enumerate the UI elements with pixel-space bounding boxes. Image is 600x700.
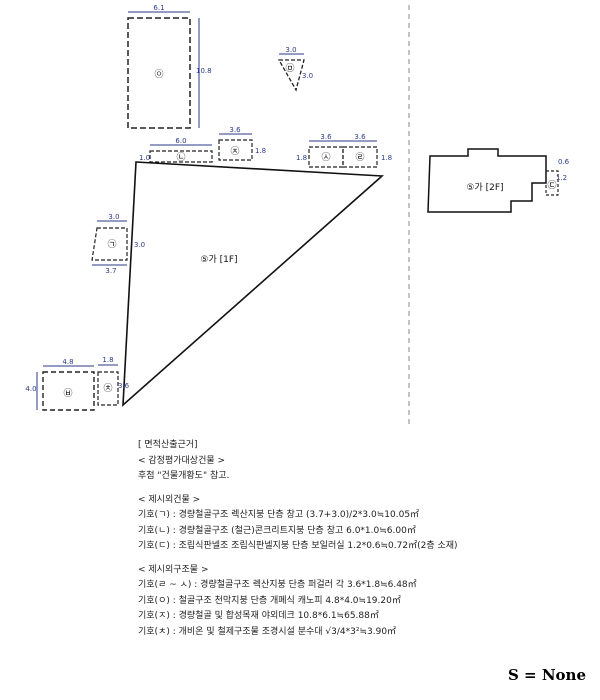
spacer xyxy=(138,555,578,563)
canopy-height-dim: 4.0 xyxy=(25,385,36,393)
site-plan-drawing: 6.1 10.8 ㉧ 3.0 3.0 ㉤ 6.0 1.0 ㉡ 3.6 1.8 ㉨… xyxy=(25,4,570,425)
pa-depth-dim-2: 1.8 xyxy=(381,154,392,162)
main-building-1f-outline xyxy=(122,161,384,407)
spacer xyxy=(138,485,578,493)
deck-label: ㉧ xyxy=(154,69,163,80)
pa-width-dim-2: 3.6 xyxy=(354,133,366,141)
notes-line-3: 기호(ㄷ) : 조립식판넬조 조립식판넬지붕 단층 보일러실 1.2*0.6≒0… xyxy=(138,541,458,551)
notes-line-1: 기호(ㄱ) : 경량철골구조 렉산지붕 단층 창고 (3.7+3.0)/2*3.… xyxy=(138,510,420,520)
na-depth-dim: 1.0 xyxy=(139,154,150,162)
pergola-pa-right-outline xyxy=(342,146,378,168)
notes-line-7: 기호(ㅊ) : 개비온 및 철제구조물 조경시설 분수대 √3/4*3²≒3.9… xyxy=(138,626,397,637)
notes-line-4: 기호(ㄹ ~ ㅅ) : 경량철골구조 렉산지붕 단층 퍼걸러 각 3.6*1.8… xyxy=(138,580,417,590)
ga-height-dim: 3.0 xyxy=(134,241,145,249)
fountain-width-dim: 3.0 xyxy=(285,46,296,54)
canopy-outline xyxy=(42,371,95,411)
storage-na-label: ㉡ xyxy=(176,152,185,163)
notes-appraisal-line: 후첨 "건물개황도" 참고. xyxy=(138,471,230,481)
deck-height-dim: 10.8 xyxy=(196,67,212,75)
la-width-dim: 1.8 xyxy=(102,356,113,364)
boiler-room-outline xyxy=(545,170,559,196)
canopy-label: ㉥ xyxy=(63,388,72,399)
notes-section-other-structures: < 제시외구조물 > xyxy=(138,564,209,575)
ga-width-dim: 3.0 xyxy=(108,213,119,221)
la-height-dim: 3.6 xyxy=(118,382,130,390)
fountain-label: ㉤ xyxy=(285,63,294,74)
ta-width-dim: 3.6 xyxy=(229,126,241,134)
deck-width-dim: 6.1 xyxy=(153,4,164,12)
storage-ga-label: ㉠ xyxy=(107,239,116,250)
pergola-ta-label: ㉨ xyxy=(230,146,239,157)
ga-base-dim: 3.7 xyxy=(105,267,116,275)
main-building-2f-label: ⑤가 [2F] xyxy=(466,182,503,193)
boiler-width-dim: 0.6 xyxy=(558,158,570,166)
boiler-room-label: ㉢ xyxy=(547,180,556,191)
storage-ga-outline xyxy=(91,227,128,261)
pa-width-dim-1: 3.6 xyxy=(320,133,332,141)
canopy-width-dim: 4.8 xyxy=(62,358,73,366)
fountain-outline xyxy=(277,59,305,92)
notes-line-6: 기호(ㅈ) : 경량철골 및 합성목재 야외데크 10.8*6.1≒65.88㎡ xyxy=(138,611,379,621)
main-building-2f-outline xyxy=(427,148,547,213)
ta-depth-dim: 1.8 xyxy=(255,147,266,155)
area-calculation-notes: [ 면적산출근거] < 감정평가대상건물 > 후첨 "건물개황도" 참고. < … xyxy=(138,438,578,640)
notes-line-2: 기호(ㄴ) : 경량철골구조 (철근)콘크리트지붕 단층 창고 6.0*1.0≒… xyxy=(138,525,416,536)
pergola-pa-left-label: ㉦ xyxy=(321,152,330,163)
pergola-la-label: ㉩ xyxy=(103,383,112,394)
notes-line-5: 기호(ㅇ) : 철골구조 천막지붕 단층 개폐식 캐노피 4.8*4.0≒19.… xyxy=(138,595,401,606)
scale-label: S = None xyxy=(508,666,587,684)
notes-section-other-buildings: < 제시외건물 > xyxy=(138,494,201,505)
boiler-height-dim: 1.2 xyxy=(556,174,567,182)
storage-na-outline xyxy=(149,150,213,163)
main-building-1f-label: ⑤가 [1F] xyxy=(200,254,237,265)
pergola-pa-right-label: ㉣ xyxy=(355,152,364,163)
pergola-la-outline xyxy=(97,371,119,406)
na-width-dim: 6.0 xyxy=(175,137,186,145)
fountain-side-dim: 3.0 xyxy=(302,72,313,80)
notes-section-appraisal: < 감정평가대상건물 > xyxy=(138,455,226,466)
pergola-ta-outline xyxy=(218,139,253,161)
outdoor-deck-outline xyxy=(127,17,191,129)
pa-depth-dim-1: 1.8 xyxy=(296,154,307,162)
notes-heading: [ 면적산출근거] xyxy=(138,440,198,450)
